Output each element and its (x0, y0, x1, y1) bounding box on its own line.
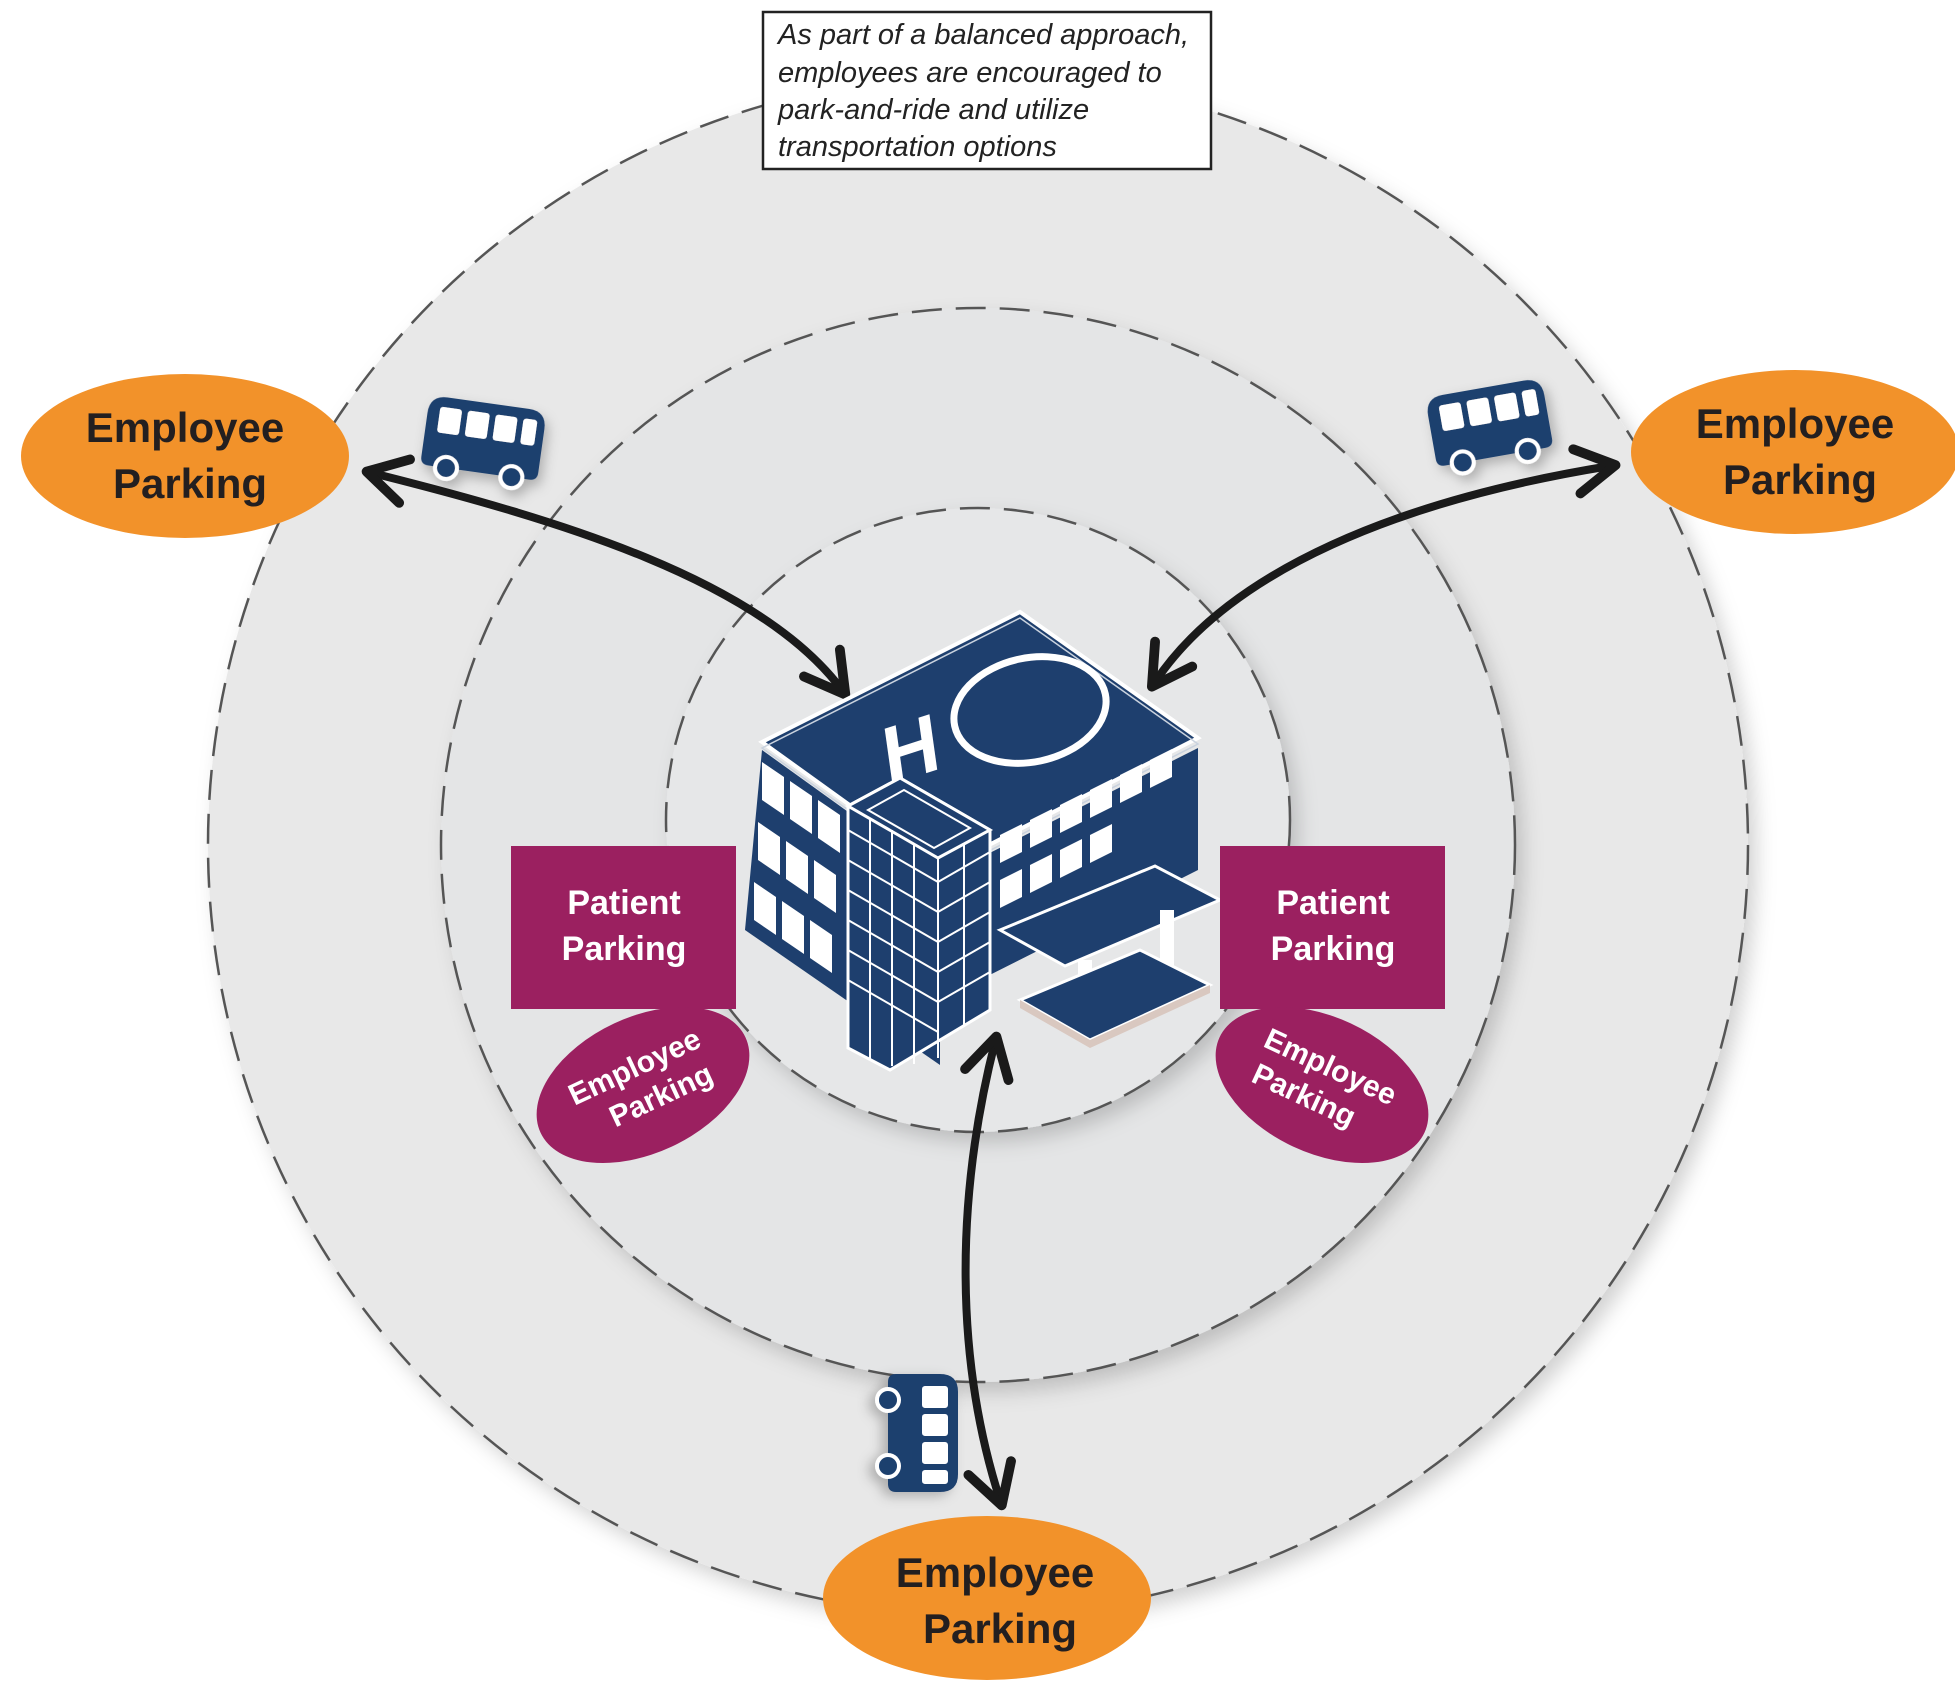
patient-parking-right-line1: Patient (1276, 884, 1389, 922)
remote-right-line1: Employee (1696, 400, 1894, 447)
callout-line-3: park-and-ride and utilize (777, 94, 1089, 126)
patient-parking-left: Patient Parking (511, 846, 736, 1009)
right-facade-windows (1000, 749, 1172, 908)
tower-grid (847, 818, 991, 1066)
patient-parking-right: Patient Parking (1220, 846, 1445, 1009)
callout-line-1: As part of a balanced approach, (776, 19, 1189, 51)
remote-bottom-line1: Employee (896, 1549, 1094, 1596)
remote-left-line2: Parking (113, 460, 267, 507)
onsite-employee-parking-left: Employee Parking (536, 1007, 750, 1163)
callout-line-4: transportation options (778, 131, 1057, 163)
arrow-bottom-lot (960, 1031, 1016, 1511)
remote-left-line1: Employee (86, 404, 284, 451)
left-facade-windows (754, 762, 840, 973)
shuttle-arrows (361, 444, 1621, 1511)
patient-parking-left-line2: Parking (562, 930, 687, 968)
hospital-building-icon: H (745, 609, 1224, 1072)
remote-bottom-line2: Parking (923, 1605, 1077, 1652)
remote-employee-parking-bottom: Employee Parking (823, 1516, 1151, 1680)
patient-parking-left-line1: Patient (567, 884, 680, 922)
remote-right-line2: Parking (1723, 456, 1877, 503)
remote-employee-parking-right: Employee Parking (1631, 370, 1955, 534)
remote-employee-parking-left: Employee Parking (21, 374, 349, 538)
patient-parking-right-line2: Parking (1271, 930, 1396, 968)
arrow-left-lot (361, 454, 851, 700)
callout-box: As part of a balanced approach, employee… (761, 10, 1213, 171)
arrow-right-lot (1146, 444, 1621, 692)
callout-line-2: employees are encouraged to (778, 57, 1162, 89)
